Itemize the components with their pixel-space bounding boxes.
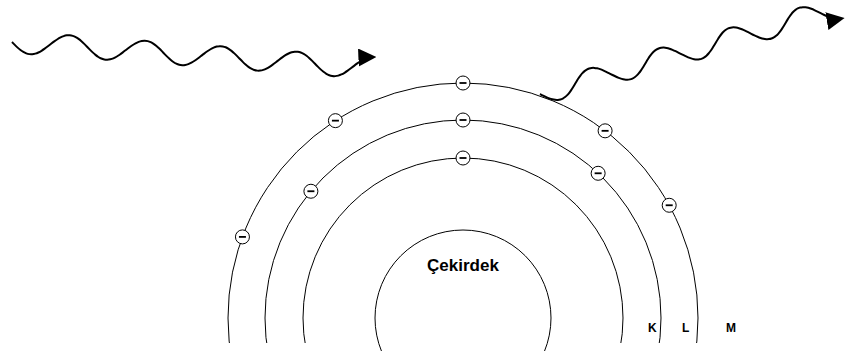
nucleus-label: Çekirdek (375, 256, 551, 276)
nucleus-outline (375, 230, 551, 351)
shell-label: M (726, 321, 736, 335)
electron-shells (228, 83, 698, 343)
shell-orbit (303, 158, 623, 343)
electron (591, 166, 605, 180)
shell-orbit (228, 83, 698, 343)
shell-orbit (265, 120, 661, 343)
electron (456, 113, 470, 127)
electrons (235, 76, 676, 244)
nucleus-circle: Çekirdek (375, 230, 551, 351)
electron-circle (328, 114, 342, 128)
electron (598, 124, 612, 138)
electron (662, 198, 676, 212)
electron-circle (235, 230, 249, 244)
outgoing-photon (540, 7, 841, 100)
electron-sign (332, 120, 339, 122)
electron-circle (591, 166, 605, 180)
electron (456, 151, 470, 165)
shell-label: K (648, 321, 657, 335)
electron-circle (456, 76, 470, 90)
electron-circle (662, 198, 676, 212)
electron-sign (595, 172, 602, 174)
electron (304, 184, 318, 198)
electron (328, 114, 342, 128)
electron-circle (456, 151, 470, 165)
electron-sign (460, 82, 467, 84)
shell-label: L (682, 321, 689, 335)
electron-sign (666, 204, 673, 206)
electron (235, 230, 249, 244)
electron-sign (307, 190, 314, 192)
electron (456, 76, 470, 90)
nucleus-shape (375, 230, 551, 351)
electron-sign (460, 157, 467, 159)
electron-sign (602, 130, 609, 132)
incoming-photon (12, 35, 373, 76)
electron-circle (304, 184, 318, 198)
electron-sign (460, 119, 467, 121)
electron-circle (456, 113, 470, 127)
electron-sign (239, 236, 246, 238)
electron-circle (598, 124, 612, 138)
